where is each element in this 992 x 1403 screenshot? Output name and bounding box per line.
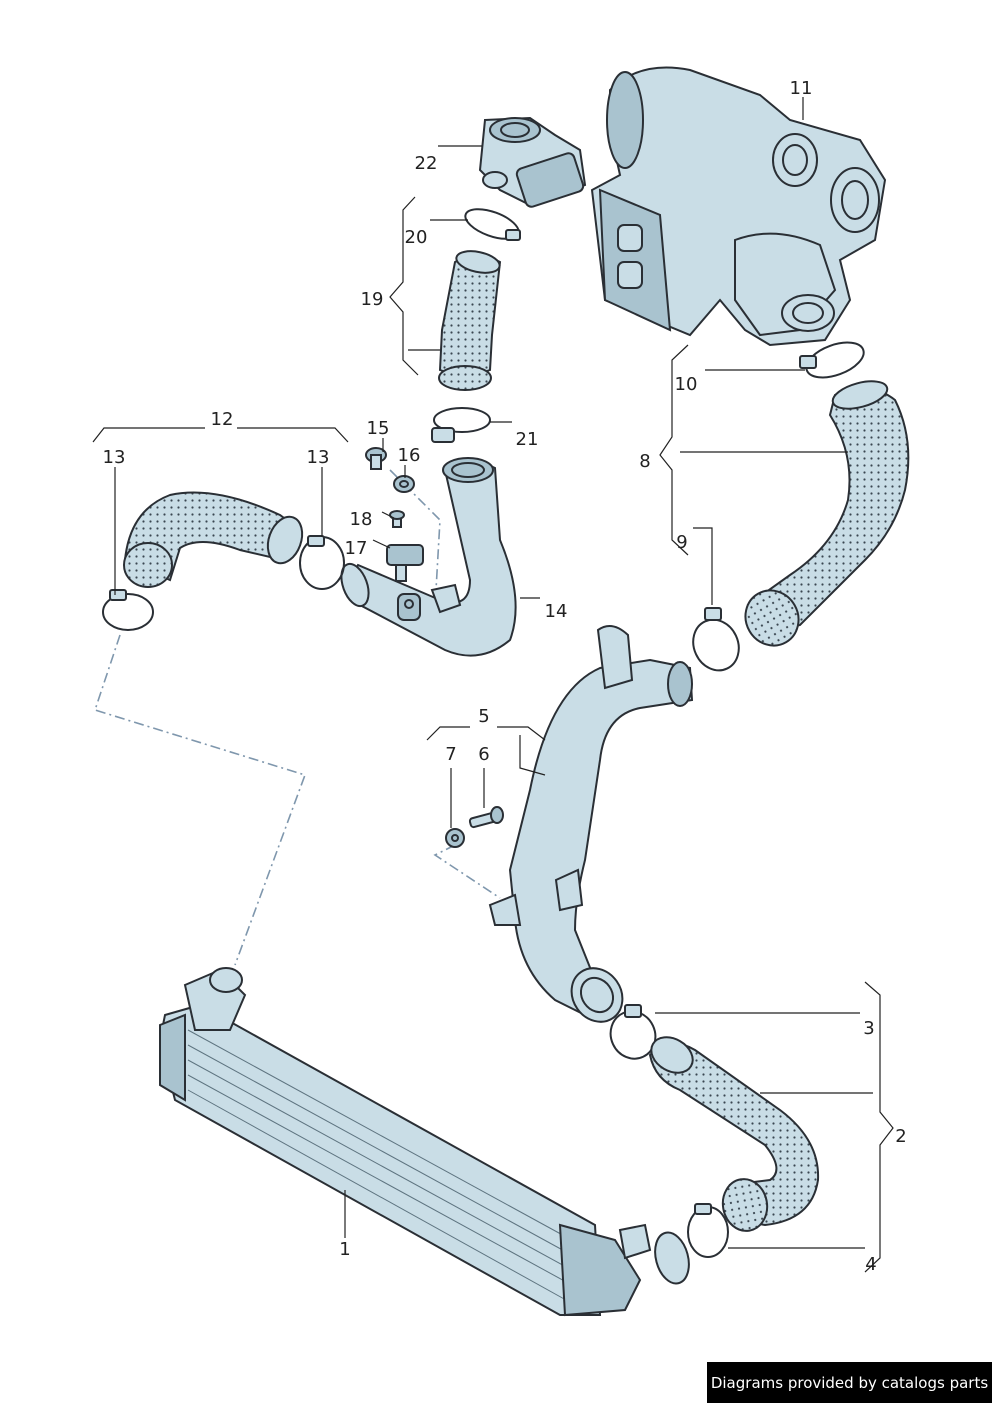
label-7: 7	[445, 744, 456, 765]
label-10: 10	[675, 374, 698, 395]
charge-pipe-5	[488, 625, 694, 1023]
clamp-13-left	[102, 589, 154, 631]
label-19: 19	[361, 289, 384, 310]
label-13-left: 13	[103, 447, 126, 468]
intercooler	[158, 967, 690, 1317]
label-15: 15	[367, 418, 390, 439]
intercooler-fins	[187, 1029, 591, 1306]
label-5: 5	[478, 706, 489, 727]
label-2: 2	[895, 1126, 906, 1147]
hose-12	[123, 491, 304, 588]
credit-text: Diagrams provided by catalogs parts	[710, 1373, 989, 1392]
clamp-21	[431, 407, 491, 443]
part-labels: 1 2 3 4 5 6 7 8 9 10 11 12 13 13 14 15 1…	[103, 78, 907, 1275]
label-11: 11	[790, 78, 813, 99]
label-14: 14	[545, 601, 568, 622]
label-9: 9	[676, 532, 687, 553]
clamp-3	[609, 1004, 657, 1060]
hose-19	[438, 250, 502, 391]
turbocharger	[590, 66, 887, 347]
label-12: 12	[211, 409, 234, 430]
label-3: 3	[863, 1018, 874, 1039]
clamp-4	[687, 1203, 729, 1258]
label-4: 4	[865, 1254, 876, 1275]
label-13-right: 13	[307, 447, 330, 468]
clamp-10	[799, 341, 865, 379]
label-6: 6	[478, 744, 489, 765]
clamp-20	[464, 208, 521, 241]
label-20: 20	[405, 227, 428, 248]
small-fittings	[365, 447, 424, 582]
air-pipe-14	[340, 457, 517, 657]
clamp-13-right	[299, 535, 345, 590]
label-22: 22	[415, 153, 438, 174]
valve-housing	[478, 116, 587, 208]
label-8: 8	[639, 451, 650, 472]
credit-banner: Diagrams provided by catalogs parts	[707, 1362, 992, 1403]
label-1: 1	[339, 1239, 350, 1260]
clamp-9	[692, 607, 740, 672]
label-21: 21	[516, 429, 539, 450]
bolt-6	[468, 806, 504, 829]
label-16: 16	[398, 445, 421, 466]
label-18: 18	[350, 509, 373, 530]
label-17: 17	[345, 538, 368, 559]
nut-7	[445, 828, 465, 848]
leader-lines	[92, 97, 894, 1273]
hose-2	[648, 1036, 820, 1232]
hose-8	[744, 380, 910, 647]
